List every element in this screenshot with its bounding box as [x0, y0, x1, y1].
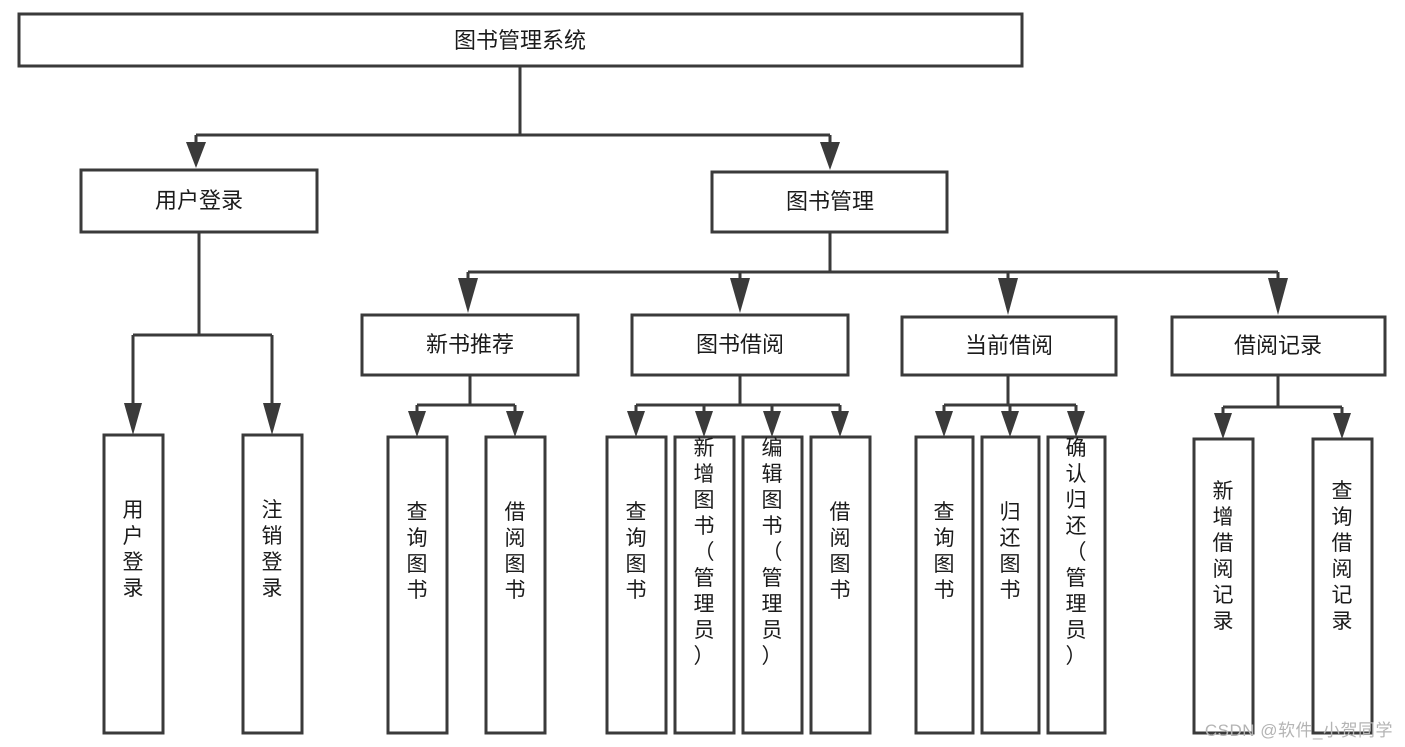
leaf-add-borrow-record-box	[1192, 437, 1255, 735]
leaf-query-borrow-record-label: 查询借阅记录	[1332, 480, 1353, 633]
leaf-return-book-label: 归还图书	[1000, 501, 1021, 602]
arrow-user-login	[186, 142, 206, 168]
connectors-borrowrecord-to-leaves	[1214, 375, 1351, 439]
leaf-logout-box	[241, 433, 304, 735]
leaf-query-book-borrow-box	[605, 435, 668, 735]
node-book-manage[interactable]: 图书管理	[710, 170, 949, 234]
node-root-system[interactable]: 图书管理系统	[17, 12, 1024, 68]
arrow-current-borrow	[998, 278, 1018, 315]
leaf-confirm-return-box	[1046, 435, 1107, 735]
leaf-user-login-label: 用户登录	[123, 499, 144, 600]
connectors-newbook-to-leaves	[408, 375, 524, 437]
leaf-user-login-box	[102, 433, 165, 735]
leaf-query-book-current-label: 查询图书	[934, 501, 955, 602]
node-root-box	[17, 12, 1024, 68]
arrow-leaf-confirm-return	[1067, 411, 1085, 437]
leaf-add-borrow-record-label: 新增借阅记录	[1213, 480, 1234, 633]
leaf-edit-book-box	[741, 435, 804, 735]
node-new-book-recommend-box	[360, 313, 580, 377]
leaf-return-book[interactable]: 归还图书	[980, 435, 1041, 735]
leaf-add-book-box	[673, 435, 736, 735]
arrow-leaf-logout	[263, 403, 281, 435]
connectors-currentborrow-to-leaves	[935, 375, 1085, 437]
node-current-borrow-label: 当前借阅	[965, 333, 1053, 358]
leaf-borrow-book-label: 借阅图书	[830, 501, 851, 602]
leaf-borrow-book-recommend-box	[484, 435, 547, 735]
leaf-user-login[interactable]: 用户登录	[102, 433, 165, 735]
arrow-leaf-edit-book	[763, 411, 781, 437]
node-user-login-box	[79, 168, 319, 234]
leaf-borrow-book[interactable]: 借阅图书	[809, 435, 872, 735]
node-book-borrow-label: 图书借阅	[696, 332, 784, 357]
leaf-query-book-borrow-label: 查询图书	[626, 501, 647, 602]
arrow-leaf-query-record	[1333, 413, 1351, 439]
leaf-confirm-return-label: 确认归还（管理员）	[1066, 437, 1087, 668]
node-current-borrow[interactable]: 当前借阅	[900, 315, 1118, 377]
arrow-leaf-query-book-1	[408, 411, 426, 437]
node-book-manage-box	[710, 170, 949, 234]
arrow-leaf-borrow-book-1	[506, 411, 524, 437]
leaf-edit-book-label: 编辑图书（管理员）	[762, 437, 783, 668]
arrow-leaf-query-book-2	[627, 411, 645, 437]
node-user-login[interactable]: 用户登录	[79, 168, 319, 234]
arrow-new-book	[458, 278, 478, 313]
arrow-leaf-query-book-3	[935, 411, 953, 437]
arrow-leaf-add-record	[1214, 413, 1232, 439]
node-borrow-record-label: 借阅记录	[1234, 333, 1322, 358]
node-book-borrow[interactable]: 图书借阅	[630, 313, 850, 377]
node-new-book-recommend[interactable]: 新书推荐	[360, 313, 580, 377]
leaf-return-book-box	[980, 435, 1041, 735]
leaf-query-book-recommend-label: 查询图书	[407, 501, 428, 602]
node-book-manage-label: 图书管理	[786, 189, 874, 214]
leaf-add-borrow-record[interactable]: 新增借阅记录	[1192, 437, 1255, 735]
leaf-add-book-label: 新增图书（管理员）	[694, 437, 715, 668]
leaf-query-book-recommend-box	[386, 435, 449, 735]
node-root-label: 图书管理系统	[454, 28, 586, 53]
leaf-query-book-borrow[interactable]: 查询图书	[605, 435, 668, 735]
node-user-login-label: 用户登录	[155, 188, 243, 213]
leaf-logout-label: 注销登录	[262, 499, 283, 600]
leaf-edit-book[interactable]: 编辑图书（管理员）	[741, 435, 804, 735]
leaf-confirm-return[interactable]: 确认归还（管理员）	[1046, 435, 1107, 735]
arrow-leaf-user-login	[124, 403, 142, 435]
connectors-root-to-level2	[186, 66, 840, 170]
leaf-query-book-recommend[interactable]: 查询图书	[386, 435, 449, 735]
arrow-book-manage	[820, 142, 840, 170]
node-borrow-record[interactable]: 借阅记录	[1170, 315, 1387, 377]
csdn-watermark: CSDN @软件_小贺同学	[1204, 721, 1393, 740]
leaf-borrow-book-recommend[interactable]: 借阅图书	[484, 435, 547, 735]
leaf-query-borrow-record[interactable]: 查询借阅记录	[1311, 437, 1374, 735]
leaf-borrow-book-recommend-label: 借阅图书	[505, 501, 526, 602]
arrow-book-borrow	[730, 278, 750, 313]
leaf-logout[interactable]: 注销登录	[241, 433, 304, 735]
arrow-borrow-record	[1268, 278, 1288, 315]
leaf-borrow-book-box	[809, 435, 872, 735]
node-new-book-recommend-label: 新书推荐	[426, 332, 514, 357]
arrow-leaf-add-book	[695, 411, 713, 437]
node-book-borrow-box	[630, 313, 850, 377]
node-borrow-record-box	[1170, 315, 1387, 377]
arrow-leaf-borrow-book-2	[831, 411, 849, 437]
leaf-query-book-current[interactable]: 查询图书	[914, 435, 975, 735]
connectors-userlogin-to-leaves	[124, 233, 281, 435]
connectors-bookmanage-to-level3	[458, 232, 1288, 315]
leaf-query-book-current-box	[914, 435, 975, 735]
leaf-add-book[interactable]: 新增图书（管理员）	[673, 435, 736, 735]
connectors-bookborrow-to-leaves	[627, 375, 849, 437]
leaf-query-borrow-record-box	[1311, 437, 1374, 735]
node-current-borrow-box	[900, 315, 1118, 377]
arrow-leaf-return-book	[1001, 411, 1019, 437]
